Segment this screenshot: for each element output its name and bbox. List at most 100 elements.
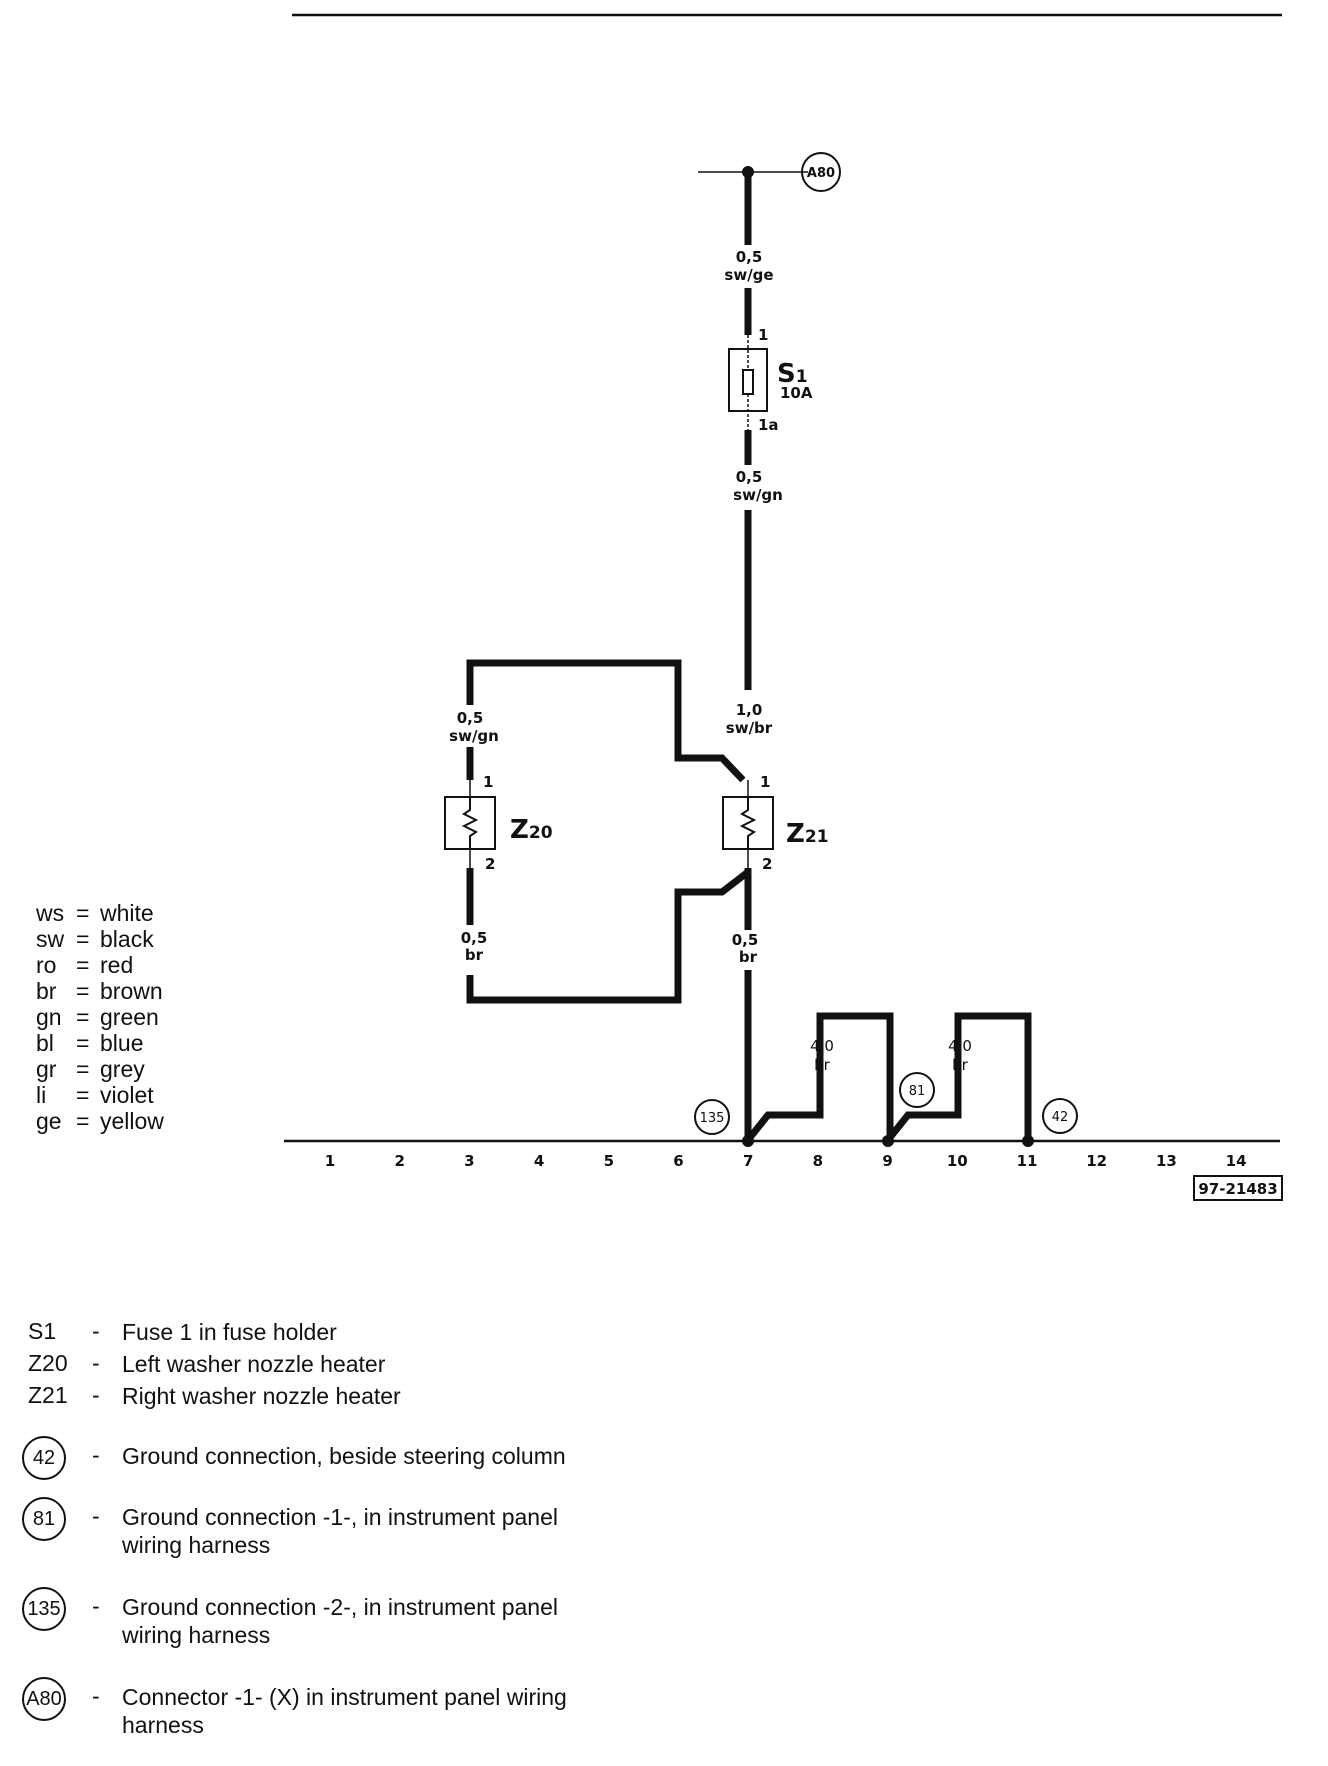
- legend-code: bl: [36, 1030, 54, 1056]
- key-dash: -: [92, 1503, 100, 1529]
- wire-jump2: [885, 1012, 1032, 1143]
- terminal-number: 14: [1226, 1152, 1247, 1170]
- fuse-s1-label: S1: [777, 359, 808, 389]
- component-description: Ground connection, beside steering colum…: [122, 1443, 566, 1469]
- legend-row: bl = blue: [36, 1030, 164, 1056]
- legend-code: gn: [36, 1004, 62, 1030]
- legend-row: gr = grey: [36, 1056, 164, 1082]
- component-code: S1: [28, 1318, 57, 1344]
- legend-row: ws = white: [36, 900, 164, 926]
- terminal-number: 2: [394, 1152, 404, 1170]
- component-description: Fuse 1 in fuse holder: [122, 1319, 337, 1345]
- terminal-number: 12: [1086, 1152, 1107, 1170]
- key-dash: -: [92, 1442, 100, 1468]
- legend-code: ge: [36, 1108, 62, 1134]
- terminal-number: 8: [813, 1152, 823, 1170]
- wire-mid-color: sw/gn: [733, 486, 783, 504]
- wire-jump2-color: br: [952, 1056, 969, 1074]
- legend-equals: =: [76, 926, 90, 952]
- legend-name: green: [100, 1004, 159, 1030]
- terminal-number: 1: [325, 1152, 335, 1170]
- legend-row: gn=green: [36, 1004, 164, 1030]
- terminal-number: 11: [1017, 1152, 1038, 1170]
- wire-z20-in-color: sw/gn: [449, 727, 499, 745]
- wire-top-color: sw/ge: [724, 266, 773, 284]
- wire-top-size: 0,5: [736, 248, 763, 266]
- legend-code: sw: [36, 926, 65, 952]
- wire-z20-in-size: 0,5: [457, 709, 484, 727]
- z21-pin-out: 2: [762, 855, 772, 873]
- legend-name: red: [100, 952, 134, 978]
- fuse-pin-in: 1: [758, 326, 768, 344]
- wire-jump1: [745, 1012, 894, 1143]
- wire-jump1-size: 4,0: [810, 1037, 834, 1055]
- terminal-number: 5: [604, 1152, 614, 1170]
- terminal-number: 9: [882, 1152, 892, 1170]
- ground-135-label: 135: [700, 1111, 725, 1126]
- wire-jump1-color: br: [814, 1056, 831, 1074]
- terminal-number: 6: [673, 1152, 683, 1170]
- wire-z21-in-color: sw/br: [726, 719, 773, 737]
- component-code: Z21: [28, 1382, 68, 1408]
- wire-z20-out-color: br: [465, 946, 484, 964]
- legend-name: white: [100, 900, 154, 926]
- terminal-number: 10: [947, 1152, 968, 1170]
- key-dash: -: [92, 1350, 100, 1376]
- wire-z21-in-size: 1,0: [736, 701, 763, 719]
- wire-z21-out-color: br: [739, 948, 758, 966]
- legend-equals: =: [76, 1056, 90, 1082]
- legend-row: sw=black: [36, 926, 164, 952]
- legend-equals: =: [76, 952, 90, 978]
- legend-name: violet: [100, 1082, 154, 1108]
- legend-equals: =: [76, 978, 90, 1004]
- connector-a80-symbol: [801, 152, 841, 192]
- ground-node-42: [1022, 1135, 1034, 1147]
- legend-equals: =: [76, 900, 90, 926]
- component-description: Left washer nozzle heater: [122, 1351, 386, 1377]
- ground-81-label: 81: [909, 1084, 926, 1099]
- wire-jump2-size: 4,0: [948, 1037, 972, 1055]
- connector-a80-label: A80: [807, 166, 835, 181]
- legend-row: ge=yellow: [36, 1108, 164, 1134]
- key-dash: -: [92, 1318, 100, 1344]
- terminal-number: 3: [464, 1152, 474, 1170]
- z20-heater-element: [461, 797, 479, 849]
- legend-name: blue: [100, 1030, 144, 1056]
- component-description: Ground connection -1-, in instrument pan…: [122, 1504, 558, 1558]
- drawing-ref-box: [1193, 1175, 1283, 1201]
- legend-equals: =: [76, 1108, 90, 1134]
- wire-z21-out-size: 0,5: [732, 931, 759, 949]
- ground-node-135: [742, 1135, 754, 1147]
- legend-name: grey: [100, 1056, 145, 1082]
- legend-name: brown: [100, 978, 163, 1004]
- legend-equals: =: [76, 1030, 90, 1056]
- key-dash: -: [92, 1683, 100, 1709]
- legend-code: ro: [36, 952, 57, 978]
- ground-circle-icon: A80: [22, 1677, 66, 1721]
- z21-label: Z21: [786, 819, 829, 849]
- component-description: Right washer nozzle heater: [122, 1383, 401, 1409]
- ground-42-symbol: [1042, 1098, 1078, 1134]
- terminal-number: 7: [743, 1152, 753, 1170]
- wiring-diagram: A80 0,5 sw/ge 1 1a S1 10A 0,5 sw/gn 1,0 …: [284, 13, 1283, 1201]
- terminal-number: 13: [1156, 1152, 1177, 1170]
- component-description: Connector -1- (X) in instrument panel wi…: [122, 1684, 567, 1738]
- wire-z20-out-size: 0,5: [461, 929, 488, 947]
- ground-135-symbol: [694, 1099, 730, 1135]
- component-code: Z20: [28, 1350, 68, 1376]
- ground-42-label: 42: [1052, 1110, 1069, 1125]
- fuse-pin-out: 1a: [758, 416, 779, 434]
- fuse-rating: 10A: [780, 384, 813, 402]
- z20-pin-in: 1: [483, 773, 493, 791]
- z20-pin-out: 2: [485, 855, 495, 873]
- ground-81-symbol: [899, 1072, 935, 1108]
- legend-code: gr: [36, 1056, 57, 1082]
- legend-equals: =: [76, 1082, 90, 1108]
- legend-code: ws: [36, 900, 65, 926]
- ground-circle-icon: 81: [22, 1497, 66, 1541]
- legend-row: li=violet: [36, 1082, 164, 1108]
- key-dash: -: [92, 1593, 100, 1619]
- z21-pin-in: 1: [760, 773, 770, 791]
